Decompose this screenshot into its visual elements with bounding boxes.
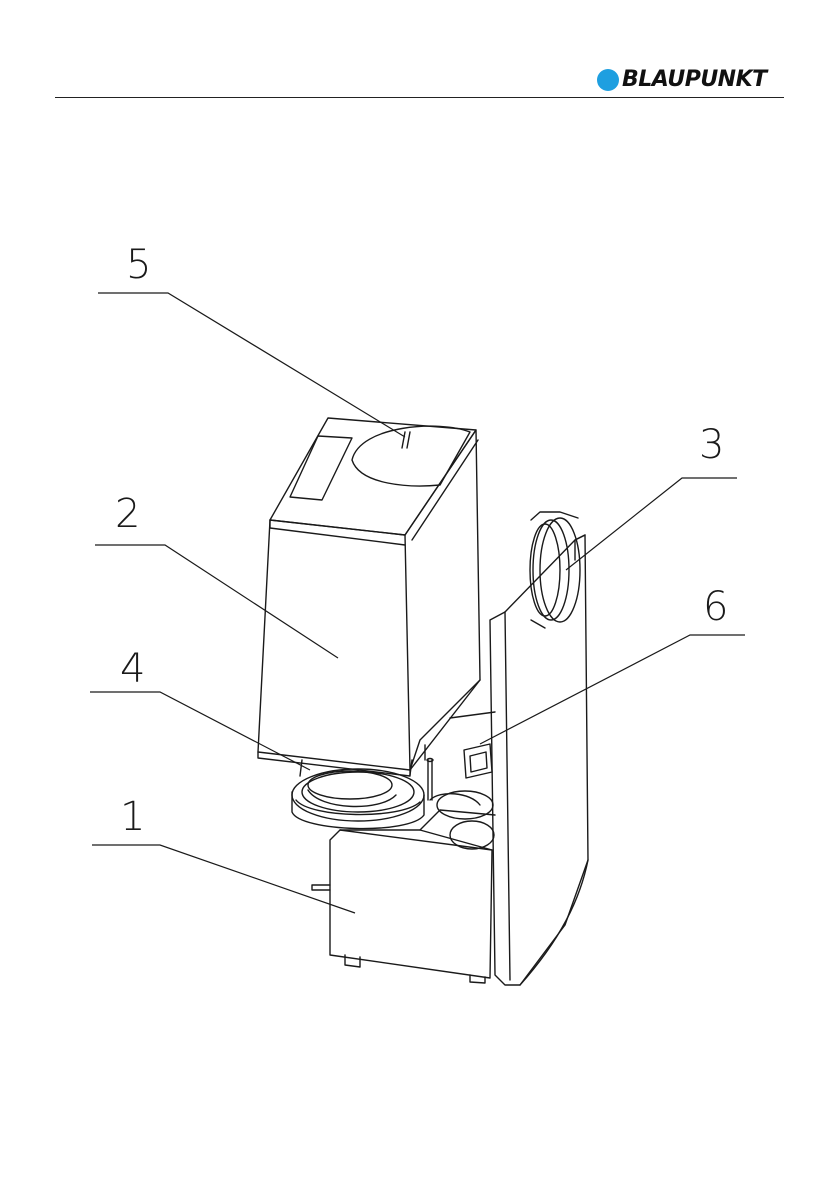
callout-3: 3 bbox=[699, 422, 724, 468]
callout-2: 2 bbox=[115, 491, 140, 537]
dial-knob bbox=[530, 512, 580, 628]
leader-3 bbox=[566, 478, 737, 570]
callout-5: 5 bbox=[126, 242, 151, 288]
callout-4: 4 bbox=[120, 646, 145, 692]
callout-6: 6 bbox=[703, 584, 728, 630]
leader-6 bbox=[480, 635, 745, 744]
leader-4 bbox=[90, 692, 310, 770]
upper-unit bbox=[258, 418, 480, 776]
leader-2 bbox=[95, 545, 338, 658]
appliance-drawing bbox=[258, 418, 588, 985]
leader-1 bbox=[92, 845, 355, 913]
rear-housing bbox=[490, 535, 588, 985]
clip-switch bbox=[450, 712, 495, 778]
callout-1: 1 bbox=[120, 794, 145, 840]
base-tray bbox=[312, 759, 495, 984]
leader-5 bbox=[98, 293, 405, 437]
